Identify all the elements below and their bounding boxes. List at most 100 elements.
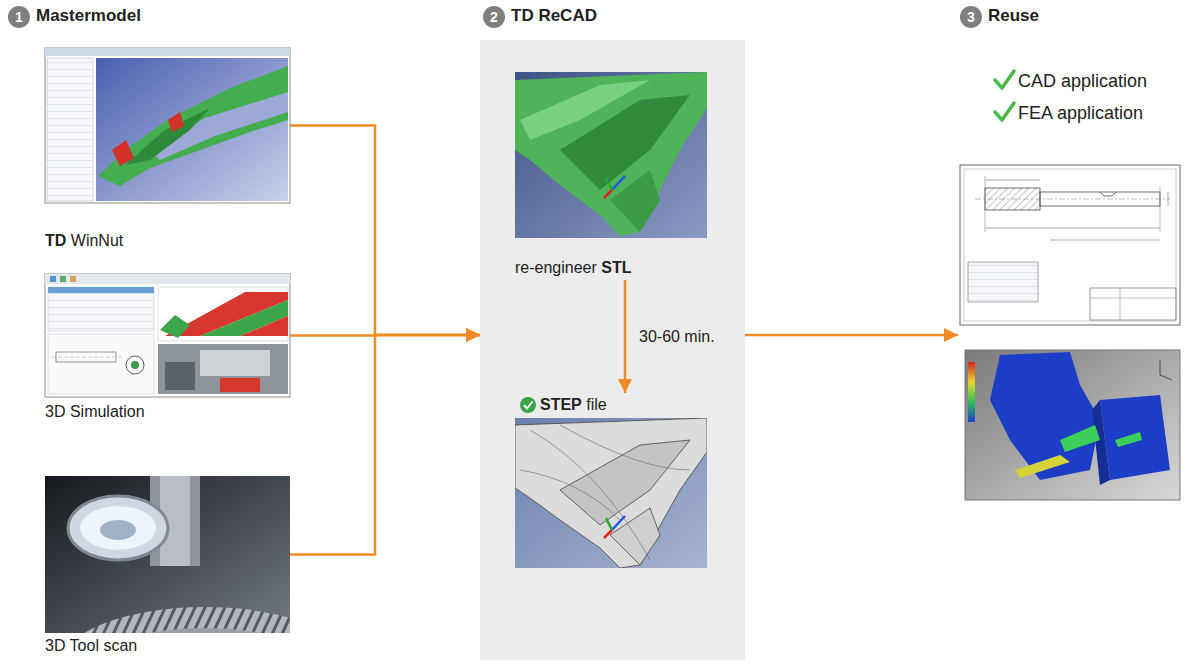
flow-arrow: [290, 335, 480, 555]
cad-drawing-image-part: [1160, 186, 1161, 232]
fea-result-image: [965, 350, 1180, 500]
step-heading: Reuse: [988, 5, 1039, 27]
caption-text: re-engineer STL: [515, 258, 632, 278]
simulation-screenshot-part: [200, 300, 288, 336]
flow-arrow: [624, 280, 627, 393]
text-slot: TD ReCAD: [511, 5, 597, 27]
step-check-icon-part: [524, 402, 533, 409]
winnut-screenshot-part: [47, 58, 93, 201]
text-slot: 1: [8, 6, 30, 28]
step-number: 1: [8, 6, 30, 28]
step-heading: Mastermodel: [36, 5, 141, 27]
bold-part: STEP: [540, 396, 582, 413]
winnut-screenshot-part: [150, 92, 288, 160]
caption-text: 3D Simulation: [45, 402, 145, 422]
simulation-screenshot-part: [131, 361, 139, 369]
tool-scan-photo-part: [60, 607, 290, 633]
winnut-screenshot-part: [125, 108, 210, 165]
cad-drawing-image: [960, 165, 1180, 325]
fea-result-image-part: [965, 350, 1180, 500]
text-slot: 2: [483, 6, 505, 28]
text-slot: re-engineer STL: [515, 258, 632, 278]
check-marks-part: [995, 71, 1014, 88]
edge-label: 30-60 min.: [639, 327, 715, 347]
fea-result-image-part: [1015, 455, 1070, 478]
fea-result-image-part: [1160, 375, 1172, 380]
fea-result-image-part: [1115, 432, 1142, 447]
text-slot: 3: [960, 6, 982, 28]
cad-drawing-image-part: [1050, 240, 1160, 241]
stl-model-image-part: [606, 178, 612, 190]
text-part: file: [582, 396, 607, 413]
text-slot: STEP file: [540, 395, 607, 415]
text-slot: 3D Tool scan: [45, 636, 137, 656]
simulation-screenshot-part: [52, 357, 122, 358]
flow-arrow: [290, 126, 480, 336]
simulation-screenshot-part: [158, 287, 288, 341]
winnut-screenshot-part: [98, 66, 288, 186]
winnut-screenshot-part: [45, 48, 290, 203]
step-model-image-part: [530, 430, 650, 560]
cad-drawing-image-part: [964, 169, 1176, 321]
stl-model-image-part: [560, 95, 690, 190]
caption-text: STEP file: [540, 395, 607, 415]
cad-drawing-image-part: [1090, 298, 1176, 299]
check-item: CAD application: [1018, 70, 1147, 92]
step-model-image: [515, 418, 707, 568]
step-model-image-part: [610, 508, 660, 565]
simulation-screenshot-part: [240, 316, 288, 336]
winnut-screenshot: [45, 48, 290, 203]
tool-scan-photo-part: [68, 496, 168, 560]
step-check-icon-part: [520, 397, 536, 413]
simulation-screenshot-part: [45, 274, 290, 397]
bold-part: STL: [601, 259, 631, 276]
winnut-screenshot-part: [112, 140, 134, 166]
cad-drawing-image-part: [985, 228, 1160, 229]
step-model-image-part: [520, 470, 620, 520]
simulation-screenshot-part: [45, 274, 290, 284]
cad-drawing-image-part: [1090, 288, 1176, 320]
simulation-screenshot-part: [158, 344, 288, 394]
tool-scan-photo-part: [68, 496, 168, 560]
cad-drawing-image-part: [1168, 192, 1169, 206]
step-model-image-part: [515, 418, 707, 568]
simulation-screenshot-part: [70, 276, 76, 282]
text-part: WinNut: [66, 232, 123, 249]
text-slot: 3D Simulation: [45, 402, 145, 422]
simulation-screenshot-part: [200, 350, 270, 376]
tool-scan-photo: [45, 476, 290, 633]
fea-result-image-part: [968, 362, 975, 422]
stl-model-image-part: [604, 190, 612, 198]
stl-model-image: [515, 72, 707, 238]
stl-model-image-part: [515, 72, 707, 236]
check-marks: [995, 71, 1014, 120]
text-part: re-engineer: [515, 259, 601, 276]
tool-scan-photo-part: [85, 628, 290, 633]
fea-result-image-part: [990, 352, 1100, 480]
bold-part: TD: [45, 232, 66, 249]
winnut-screenshot-part: [96, 58, 288, 201]
tool-scan-photo-part: [100, 520, 136, 540]
simulation-screenshot-part: [60, 276, 66, 282]
check-item: FEA application: [1018, 102, 1143, 124]
simulation-screenshot-part: [48, 334, 154, 394]
edge-label-slot: 30-60 min.: [639, 327, 715, 347]
step-number: 2: [483, 6, 505, 28]
step-model-image-part: [606, 518, 612, 530]
simulation-screenshot-part: [48, 287, 154, 331]
text-slot: Mastermodel: [36, 5, 141, 27]
text-slot: TD WinNut: [45, 231, 123, 251]
caption-text: TD WinNut: [45, 231, 123, 251]
step-check-icon: [520, 397, 536, 413]
cad-drawing-image-part: [1100, 192, 1116, 196]
fea-result-image-part: [1060, 425, 1100, 452]
winnut-screenshot-part: [168, 112, 184, 132]
cad-drawing-image-part: [985, 180, 1040, 181]
text-slot: Reuse: [988, 5, 1039, 27]
caption-text: 3D Tool scan: [45, 636, 137, 656]
step-model-image-part: [560, 425, 690, 470]
cad-drawing-image-part: [985, 176, 986, 232]
